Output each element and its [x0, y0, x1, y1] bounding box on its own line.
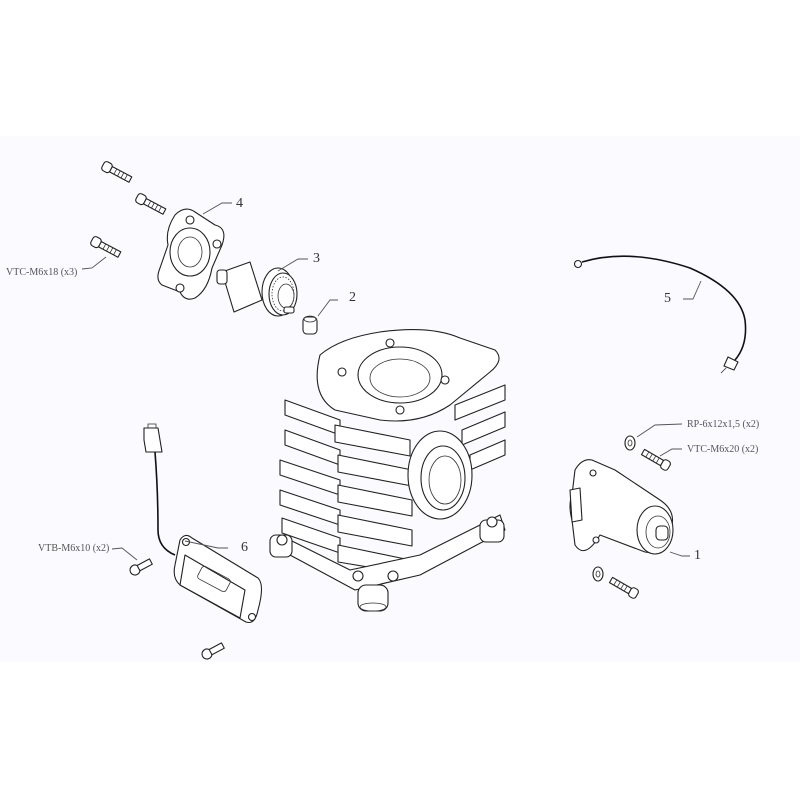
callout-5: 5 — [664, 291, 671, 306]
starter-motor-icon — [569, 459, 674, 555]
callout-2: 2 — [349, 290, 356, 305]
callout-6: 6 — [241, 540, 248, 555]
crankcase-icon — [269, 329, 506, 612]
bendix-cover-icon — [157, 208, 225, 300]
motor-washer-icon — [592, 435, 636, 582]
voltage-regulator-icon — [143, 423, 263, 624]
label-vtc-m6x20: VTC-M6x20 (x2) — [687, 444, 759, 455]
bushing-icon — [302, 315, 318, 335]
ground-cable-icon — [573, 255, 747, 374]
cover-screw-icon — [90, 161, 167, 258]
callout-4: 4 — [236, 196, 243, 211]
label-vtb-m6x10: VTB-M6x10 (x2) — [38, 543, 110, 554]
regulator-screw-icon — [129, 558, 225, 660]
motor-screw-icon — [608, 448, 671, 599]
label-rp-6x12x15: RP-6x12x1,5 (x2) — [687, 419, 760, 430]
callout-1: 1 — [694, 548, 701, 563]
bendix-gear-icon — [216, 261, 298, 317]
callout-3: 3 — [313, 251, 320, 266]
label-vtc-m6x18: VTC-M6x18 (x3) — [6, 267, 78, 278]
